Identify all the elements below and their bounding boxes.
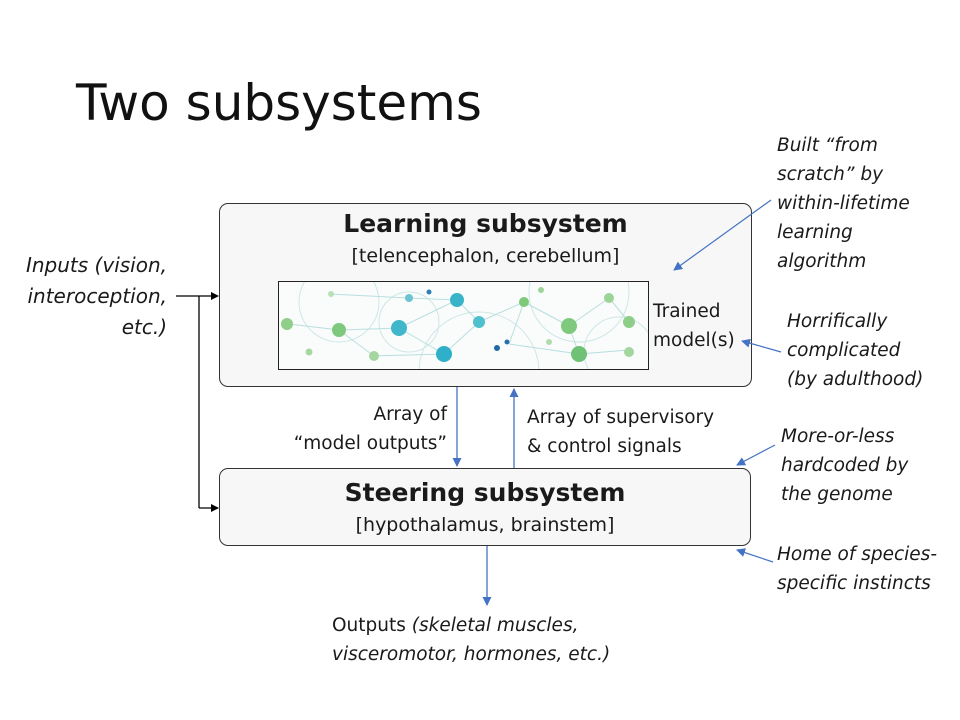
instincts-note-arrow xyxy=(736,548,774,563)
page-title: Two subsystems xyxy=(76,74,482,132)
hardcoded-line-2: hardcoded by xyxy=(781,455,909,476)
outputs-prefix: Outputs xyxy=(332,615,412,636)
built-line-3: within-lifetime xyxy=(777,193,910,214)
complicated-line-3: (by adulthood) xyxy=(787,369,924,390)
supervisory-line-1: Array of supervisory xyxy=(527,407,715,428)
built-from-scratch-note: Built “from scratch” by within-lifetime … xyxy=(777,131,910,276)
learning-subsystem-title: Learning subsystem xyxy=(343,209,628,238)
horrifically-complicated-note: Horrifically complicated (by adulthood) xyxy=(787,307,923,394)
outputs-detail-1: (skeletal muscles, xyxy=(411,615,579,636)
neural-network-graphic xyxy=(281,282,648,369)
model-outputs-line-2: “model outputs” xyxy=(293,433,447,454)
inputs-line-3: etc.) xyxy=(121,315,167,339)
supervisory-signals-label: Array of supervisory & control signals xyxy=(527,403,714,461)
inputs-label: Inputs (vision, interoception, etc.) xyxy=(0,250,167,343)
built-line-2: scratch” by xyxy=(777,164,884,185)
neural-network-image xyxy=(278,281,649,370)
model-outputs-label: Array of “model outputs” xyxy=(250,400,447,458)
built-line-4: learning xyxy=(777,222,853,243)
outputs-line-2: visceromotor, hormones, etc.) xyxy=(332,640,610,669)
steering-subsystem-subtitle: [hypothalamus, brainstem] xyxy=(355,514,615,536)
instincts-line-2: specific instincts xyxy=(777,573,931,594)
inputs-line-1: Inputs (vision, xyxy=(25,253,167,277)
outputs-label: Outputs (skeletal muscles, visceromotor,… xyxy=(332,611,610,669)
hardcoded-note: More-or-less hardcoded by the genome xyxy=(781,422,908,509)
instincts-line-1: Home of species- xyxy=(777,544,937,565)
hardcoded-line-1: More-or-less xyxy=(781,426,895,447)
complicated-line-1: Horrifically xyxy=(787,311,888,332)
instincts-note: Home of species- specific instincts xyxy=(777,540,937,598)
built-line-1: Built “from xyxy=(777,135,878,156)
outputs-line-1: Outputs (skeletal muscles, xyxy=(332,611,610,640)
complicated-line-2: complicated xyxy=(787,340,901,361)
inputs-line-2: interoception, xyxy=(27,284,167,308)
built-line-5: algorithm xyxy=(777,251,867,272)
hardcoded-line-3: the genome xyxy=(781,484,893,505)
outputs-detail-2: visceromotor, hormones, etc.) xyxy=(332,644,611,665)
supervisory-line-2: & control signals xyxy=(527,436,682,457)
learning-subsystem-subtitle: [telencephalon, cerebellum] xyxy=(351,245,620,267)
model-outputs-line-1: Array of xyxy=(373,404,447,425)
hardcoded-note-arrow xyxy=(736,444,776,466)
trained-models-label: Trained model(s) xyxy=(653,297,735,355)
steering-subsystem-title: Steering subsystem xyxy=(344,478,626,507)
trained-models-line-2: model(s) xyxy=(653,330,735,351)
trained-models-line-1: Trained xyxy=(653,301,721,322)
steering-subsystem-box: Steering subsystem [hypothalamus, brains… xyxy=(219,468,751,546)
